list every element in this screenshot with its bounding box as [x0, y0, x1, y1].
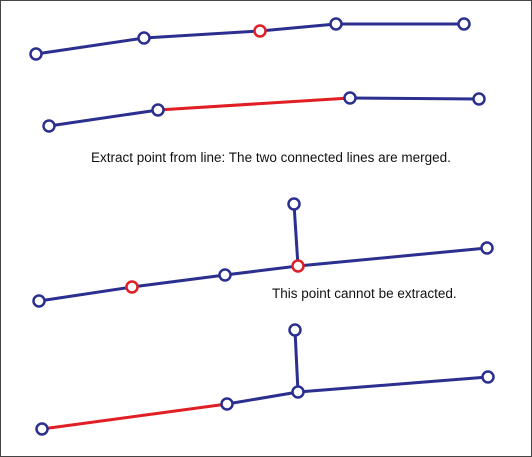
example-merge-after — [42, 91, 486, 133]
line-vertex — [343, 91, 357, 105]
line-vertex — [457, 17, 471, 31]
line-vertex — [481, 370, 495, 384]
line-segment — [349, 96, 480, 101]
line-vertex — [137, 31, 151, 45]
merged-line-segment — [41, 402, 228, 431]
line-vertex — [480, 241, 494, 255]
extract-point — [125, 280, 139, 294]
merged-line-segment — [157, 96, 351, 112]
line-vertex — [218, 268, 232, 282]
line-vertex — [220, 397, 234, 411]
junction-point — [291, 385, 305, 399]
branch-segment — [293, 329, 300, 393]
line-vertex — [32, 294, 46, 308]
line-vertex — [35, 422, 49, 436]
line-vertex — [287, 197, 301, 211]
line-vertex — [472, 92, 486, 106]
example-blocked-after — [35, 323, 495, 436]
line-segment — [35, 22, 464, 56]
line-vertex — [151, 103, 165, 117]
line-segment — [226, 375, 489, 406]
line-vertex — [288, 323, 302, 337]
example-blocked-before — [32, 197, 494, 308]
line-vertex — [42, 119, 56, 133]
line-vertex — [329, 17, 343, 31]
example-merge-before — [29, 17, 471, 61]
line-vertex — [29, 47, 43, 61]
extract-point — [253, 24, 267, 38]
blocked-caption: This point cannot be extracted. — [272, 286, 457, 301]
line-segment — [48, 108, 159, 128]
merge-caption: Extract point from line: The two connect… — [91, 150, 451, 165]
branch-segment — [292, 203, 300, 267]
junction-point — [291, 259, 305, 273]
